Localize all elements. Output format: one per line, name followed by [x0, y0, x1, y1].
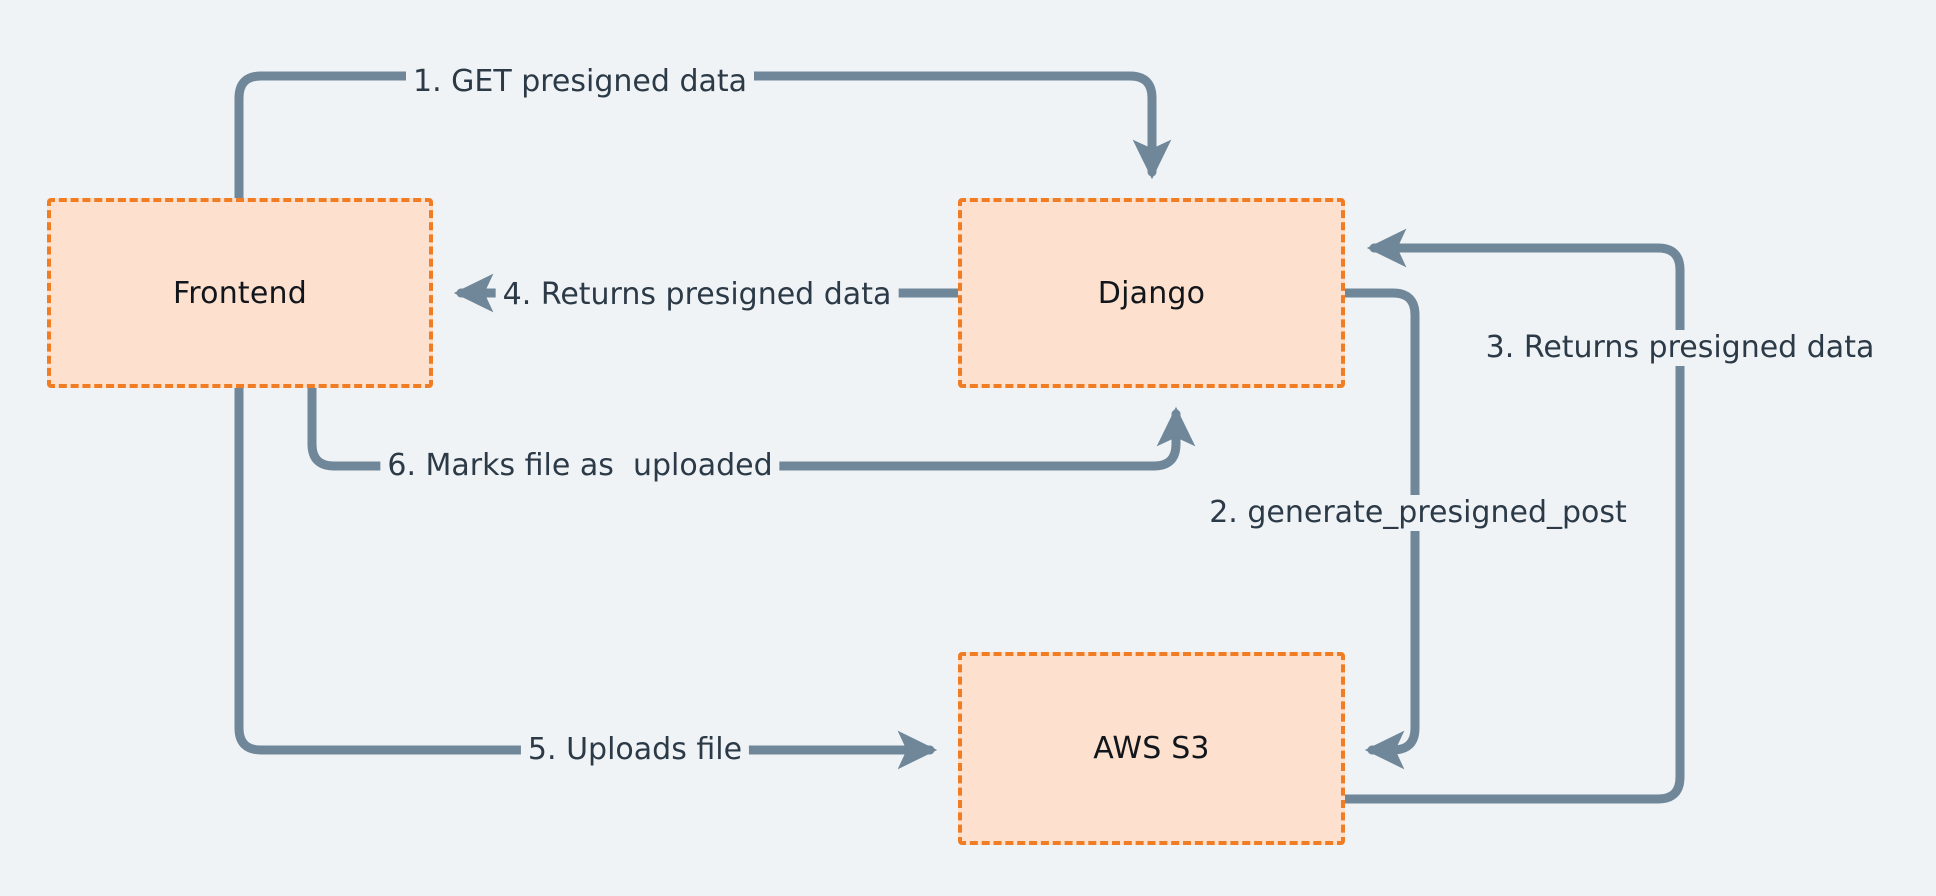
- edge-label-3: 3. Returns presigned data: [1478, 330, 1882, 366]
- edge-label-1: 1. GET presigned data: [405, 64, 755, 100]
- node-aws-s3[interactable]: AWS S3: [958, 652, 1345, 845]
- edge-path-3: [1340, 228, 1685, 804]
- node-frontend-label: Frontend: [173, 275, 307, 311]
- edge-label-4: 4. Returns presigned data: [495, 277, 899, 313]
- node-aws-s3-label: AWS S3: [1093, 731, 1210, 766]
- node-django[interactable]: Django: [958, 198, 1345, 388]
- edge-label-5: 5. Uploads file: [520, 732, 750, 768]
- edge-path-5: [234, 383, 938, 770]
- edge-label-2: 2. generate_presigned_post: [1202, 495, 1634, 531]
- node-frontend[interactable]: Frontend: [47, 198, 433, 388]
- edge-label-6: 6. Marks file as uploaded: [380, 448, 780, 484]
- node-django-label: Django: [1097, 275, 1206, 311]
